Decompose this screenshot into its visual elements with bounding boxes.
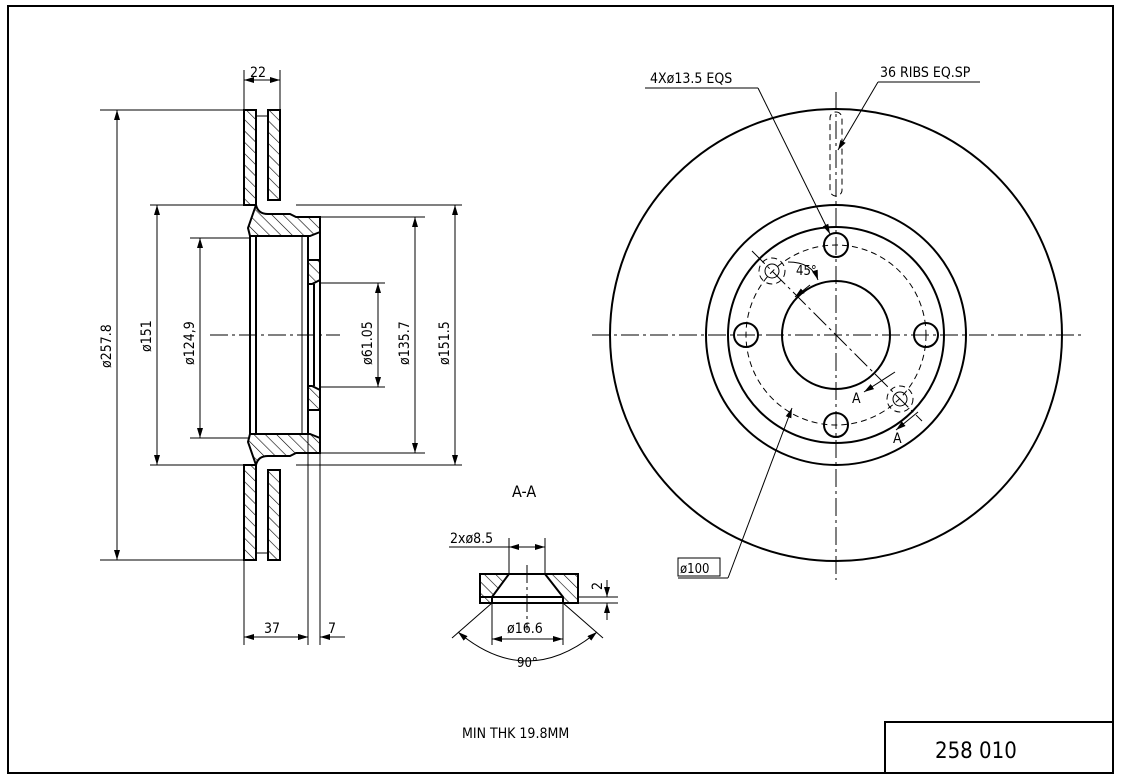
front-view: ø100 4Xø13.5 EQS 36 RIBS EQ.SP 45° A A [592,65,1082,580]
section-view: 22 37 7 ø257.8 ø151 ø124,9 ø61.05 ø135.7… [99,65,462,645]
dim-diameter-61: ø61.05 [360,321,376,365]
detail-depth: 2 [590,582,606,590]
dim-diameter-135: ø135.7 [397,321,413,365]
friction-inner-edge [705,204,967,466]
drawing-frame [7,5,1114,774]
small-hole [764,263,780,279]
section-mark-a: A [852,391,861,407]
dim-width: 22 [250,65,266,81]
part-number: 258 010 [935,739,1017,764]
detail-counterbore: ø16.6 [507,621,543,637]
dim-offset: 37 [264,621,280,637]
section-mark-a: A [893,431,902,447]
dim-hub: 7 [328,621,336,637]
bolt-holes-label: 4Xø13.5 EQS [650,71,732,87]
bolt-hole [823,232,849,258]
dim-outer-diameter: ø257.8 [99,324,115,368]
detail-angle: 90° [517,656,538,671]
dim-diameter-151-5: ø151.5 [437,321,453,365]
pcd-label: ø100 [680,562,709,577]
small-hole [892,391,908,407]
ribs-label: 36 RIBS EQ.SP [880,65,971,81]
detail-a-a: A-A 2xø8.5 ø16.6 2 90° [449,482,618,671]
bolt-hole [733,322,759,348]
dim-diameter-151: ø151 [139,320,155,352]
min-thickness-note: MIN THK 19.8MM [462,726,569,742]
dim-diameter-124: ø124,9 [182,321,198,365]
detail-holes: 2xø8.5 [450,531,493,547]
title-block: 258 010 [884,721,1114,774]
angle-label: 45° [796,264,817,279]
detail-title: A-A [512,482,536,501]
